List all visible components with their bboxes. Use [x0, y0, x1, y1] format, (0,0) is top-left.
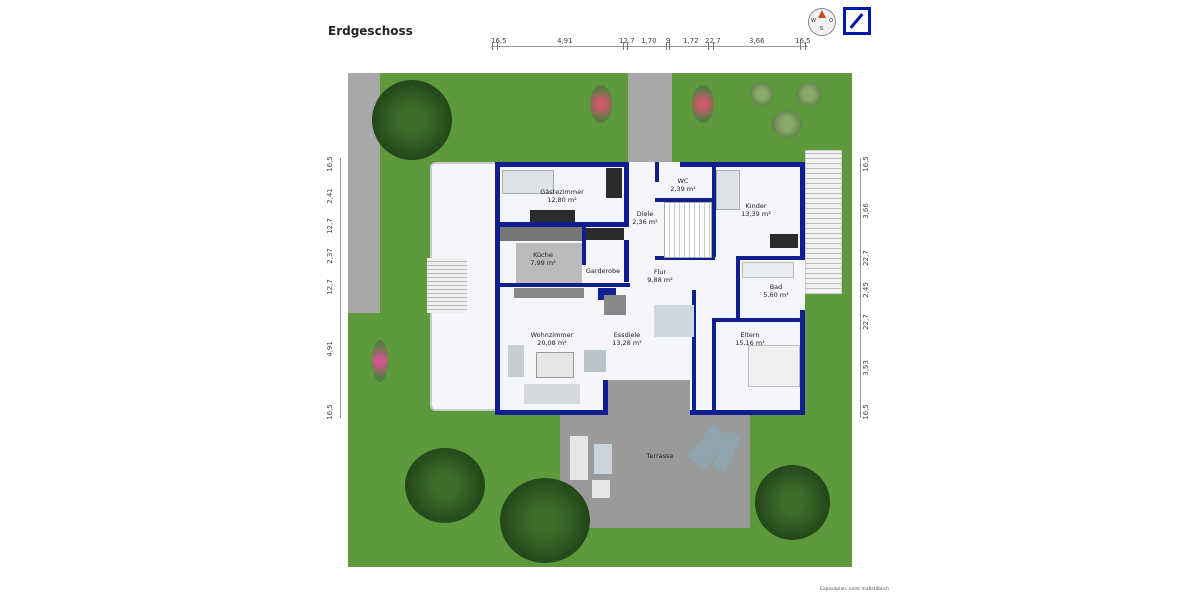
bank-logo — [843, 7, 871, 35]
path-top — [628, 73, 672, 165]
page-title: Erdgeschoss — [328, 24, 413, 38]
tree-icon — [755, 465, 830, 540]
bush-icon — [772, 110, 802, 138]
bush-icon — [372, 340, 388, 382]
outdoor-stairs-left — [427, 258, 467, 313]
footer-note: Exposéplan, nicht maßstäblich — [820, 587, 889, 592]
outdoor-stairs-right — [805, 150, 842, 294]
room-garderobe: Garderobe — [585, 267, 621, 275]
tree-icon — [405, 448, 485, 523]
bush-icon — [750, 82, 774, 106]
bush-icon — [692, 85, 714, 123]
room-terrasse: Terrasse — [646, 452, 674, 460]
tree-icon — [500, 478, 590, 563]
entry-floor — [608, 380, 690, 416]
bush-icon — [796, 82, 822, 106]
tree-icon — [372, 80, 452, 160]
bush-icon — [590, 85, 612, 123]
compass-icon: W O S — [808, 8, 836, 36]
